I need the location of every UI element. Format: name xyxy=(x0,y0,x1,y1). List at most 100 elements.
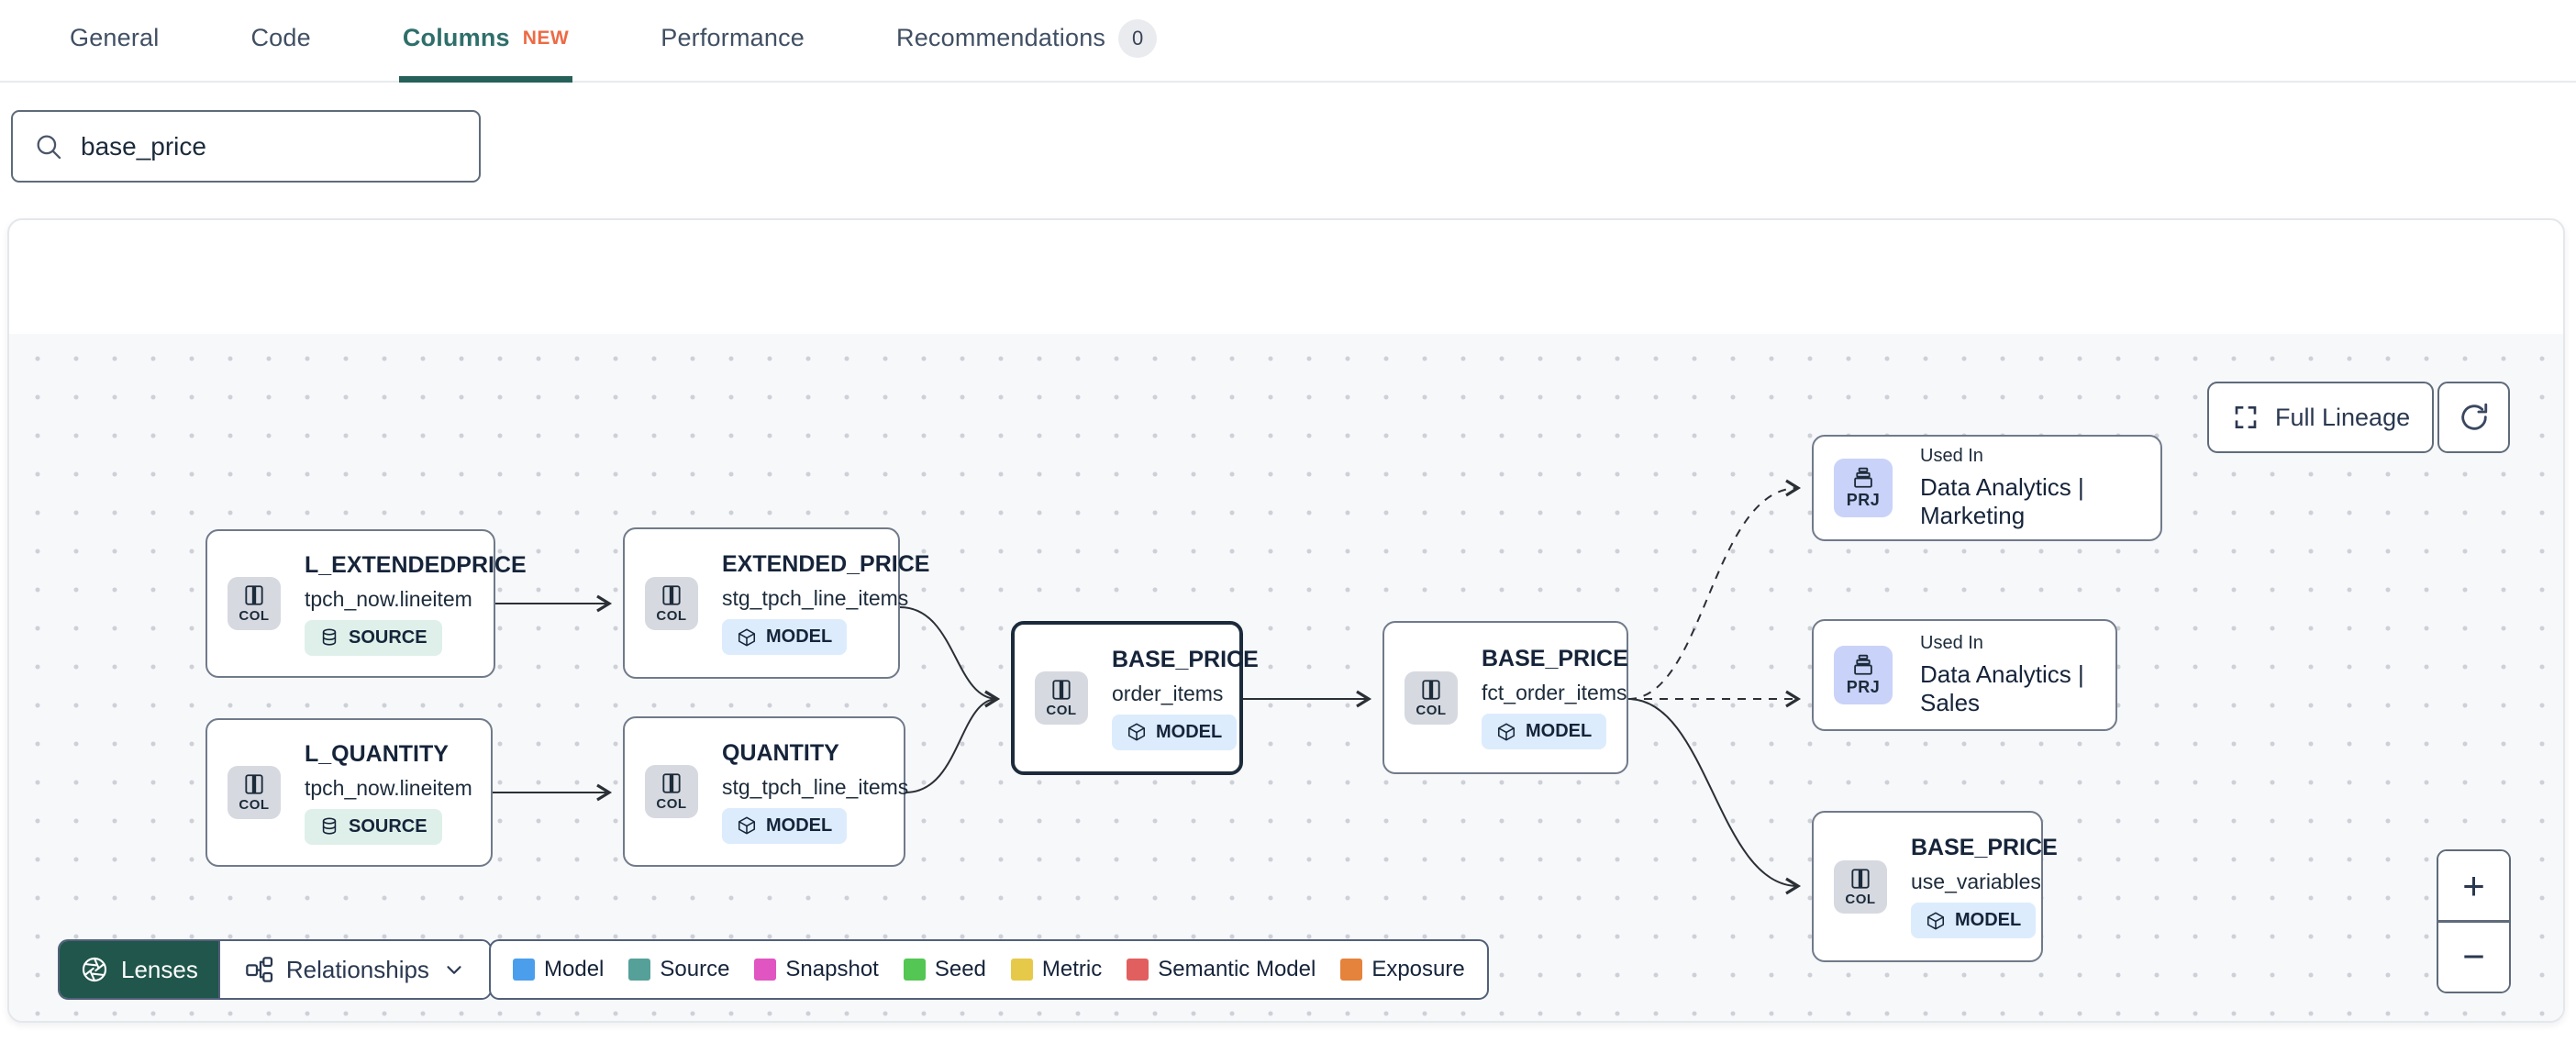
chevron-down-icon xyxy=(447,966,461,974)
column-chip: COL xyxy=(645,765,698,818)
resource-type-badge: MODEL xyxy=(722,807,848,844)
resource-type-badge: MODEL xyxy=(722,619,848,655)
lineage-canvas[interactable]: COL L_EXTENDEDPRICE tpch_now.lineitem SO… xyxy=(9,334,2563,1021)
exposure-kicker: Used In xyxy=(1920,446,1983,466)
column-icon xyxy=(1052,680,1071,700)
tab-columns[interactable]: Columns NEW xyxy=(398,0,573,83)
node-title: QUANTITY xyxy=(722,739,839,766)
node-subtitle: order_items xyxy=(1112,681,1224,705)
badge-label: MODEL xyxy=(766,626,833,647)
model-cube-icon xyxy=(738,816,756,835)
column-chip: COL xyxy=(1405,671,1458,725)
resource-type-badge: MODEL xyxy=(1911,903,2037,938)
tab-code[interactable]: Code xyxy=(247,0,314,83)
zoom-divider xyxy=(2438,920,2509,923)
model-cube-icon xyxy=(1127,723,1146,741)
full-lineage-button[interactable]: Full Lineage xyxy=(2207,382,2435,453)
legend-item-metric: Metric xyxy=(1010,957,1103,982)
badge-label: MODEL xyxy=(1955,910,2022,930)
chip-label: PRJ xyxy=(1846,678,1881,696)
refresh-button[interactable] xyxy=(2437,382,2510,453)
column-icon xyxy=(245,774,263,794)
tab-bar: General Code Columns NEW Performance Rec… xyxy=(0,0,2576,83)
zoom-in-button[interactable]: + xyxy=(2438,851,2509,921)
tab-label: General xyxy=(70,24,160,51)
chip-label: COL xyxy=(1845,891,1876,907)
project-chip: PRJ xyxy=(1834,459,1893,517)
legend-swatch xyxy=(628,959,651,981)
node-title: L_QUANTITY xyxy=(305,740,449,767)
tab-recommendations[interactable]: Recommendations 0 xyxy=(893,0,1160,83)
tab-label: Columns xyxy=(402,24,510,51)
archive-icon xyxy=(1854,654,1872,675)
lens-aperture-icon xyxy=(82,957,107,982)
node-l-quantity[interactable]: COL L_QUANTITY tpch_now.lineitem SOURCE xyxy=(205,718,493,867)
lenses-toolbar: Lenses Relationships xyxy=(58,939,492,1000)
chip-label: COL xyxy=(656,796,687,812)
node-l-extendedprice[interactable]: COL L_EXTENDEDPRICE tpch_now.lineitem SO… xyxy=(205,529,527,678)
node-base-price-fct-order-items[interactable]: COL BASE_PRICE fct_order_items MODEL xyxy=(1382,621,1628,774)
legend-item-snapshot: Snapshot xyxy=(754,957,879,982)
legend-item-semantic-model: Semantic Model xyxy=(1127,957,1316,982)
node-subtitle: tpch_now.lineitem xyxy=(305,586,472,611)
node-base-price-use-variables[interactable]: COL BASE_PRICE use_variables MODEL xyxy=(1812,811,2058,962)
exposure-node-marketing[interactable]: PRJ Used In Data Analytics | Marketing xyxy=(1812,435,2162,541)
column-icon xyxy=(1851,868,1870,889)
legend-label: Metric xyxy=(1041,957,1103,981)
node-subtitle: stg_tpch_line_items xyxy=(722,586,909,610)
badge-label: MODEL xyxy=(1526,721,1593,741)
node-base-price-order-items[interactable]: COL BASE_PRICE order_items MODEL xyxy=(1011,621,1259,775)
column-chip: COL xyxy=(1035,671,1088,725)
badge-label: SOURCE xyxy=(349,626,427,648)
zoom-out-button[interactable]: − xyxy=(2438,922,2509,992)
column-chip: COL xyxy=(228,766,281,819)
chip-label: COL xyxy=(1046,703,1077,718)
legend-label: Semantic Model xyxy=(1158,957,1316,981)
legend-item-model: Model xyxy=(513,957,604,982)
relationships-label: Relationships xyxy=(285,955,429,983)
relationships-icon xyxy=(246,957,272,982)
archive-icon xyxy=(1854,467,1872,488)
exposure-title: Data Analytics | Marketing xyxy=(1920,473,2084,529)
recommendations-count-badge: 0 xyxy=(1118,18,1158,58)
legend-swatch xyxy=(754,959,777,981)
relationships-dropdown[interactable]: Relationships xyxy=(217,941,490,998)
node-title: EXTENDED_PRICE xyxy=(722,551,930,577)
legend-swatch xyxy=(513,959,535,981)
legend-label: Exposure xyxy=(1371,957,1465,981)
exposure-node-sales[interactable]: PRJ Used In Data Analytics | Sales xyxy=(1812,619,2117,731)
search-icon xyxy=(37,135,61,159)
model-cube-icon xyxy=(738,628,756,646)
chip-label: COL xyxy=(1416,702,1447,718)
tab-performance[interactable]: Performance xyxy=(657,0,808,83)
legend-swatch xyxy=(1340,959,1363,981)
lenses-button[interactable]: Lenses xyxy=(60,941,218,998)
legend-swatch xyxy=(903,959,926,981)
column-icon xyxy=(662,584,681,605)
column-chip: COL xyxy=(228,577,281,630)
chip-label: COL xyxy=(656,607,687,624)
chip-label: PRJ xyxy=(1846,491,1881,509)
full-lineage-label: Full Lineage xyxy=(2275,403,2411,431)
column-icon xyxy=(662,773,681,793)
expand-icon xyxy=(2235,406,2257,428)
resource-type-badge: SOURCE xyxy=(305,808,442,845)
column-search[interactable] xyxy=(11,110,481,183)
legend-label: Source xyxy=(660,957,730,981)
search-input[interactable] xyxy=(81,131,459,161)
tab-general[interactable]: General xyxy=(66,0,162,83)
badge-label: MODEL xyxy=(1156,721,1223,742)
column-icon xyxy=(1422,679,1440,700)
legend-item-seed: Seed xyxy=(903,957,986,982)
column-chip: COL xyxy=(1834,859,1887,914)
tab-label: Recommendations xyxy=(896,24,1106,51)
node-quantity[interactable]: COL QUANTITY stg_tpch_line_items MODEL xyxy=(623,716,908,867)
node-title: BASE_PRICE xyxy=(1482,646,1628,671)
node-title: BASE_PRICE xyxy=(1911,835,2058,860)
node-subtitle: fct_order_items xyxy=(1482,681,1627,704)
node-extended-price[interactable]: COL EXTENDED_PRICE stg_tpch_line_items M… xyxy=(623,527,929,679)
chip-label: COL xyxy=(239,797,270,813)
lenses-label: Lenses xyxy=(121,955,198,983)
column-chip: COL xyxy=(645,576,698,630)
database-icon xyxy=(322,628,337,646)
